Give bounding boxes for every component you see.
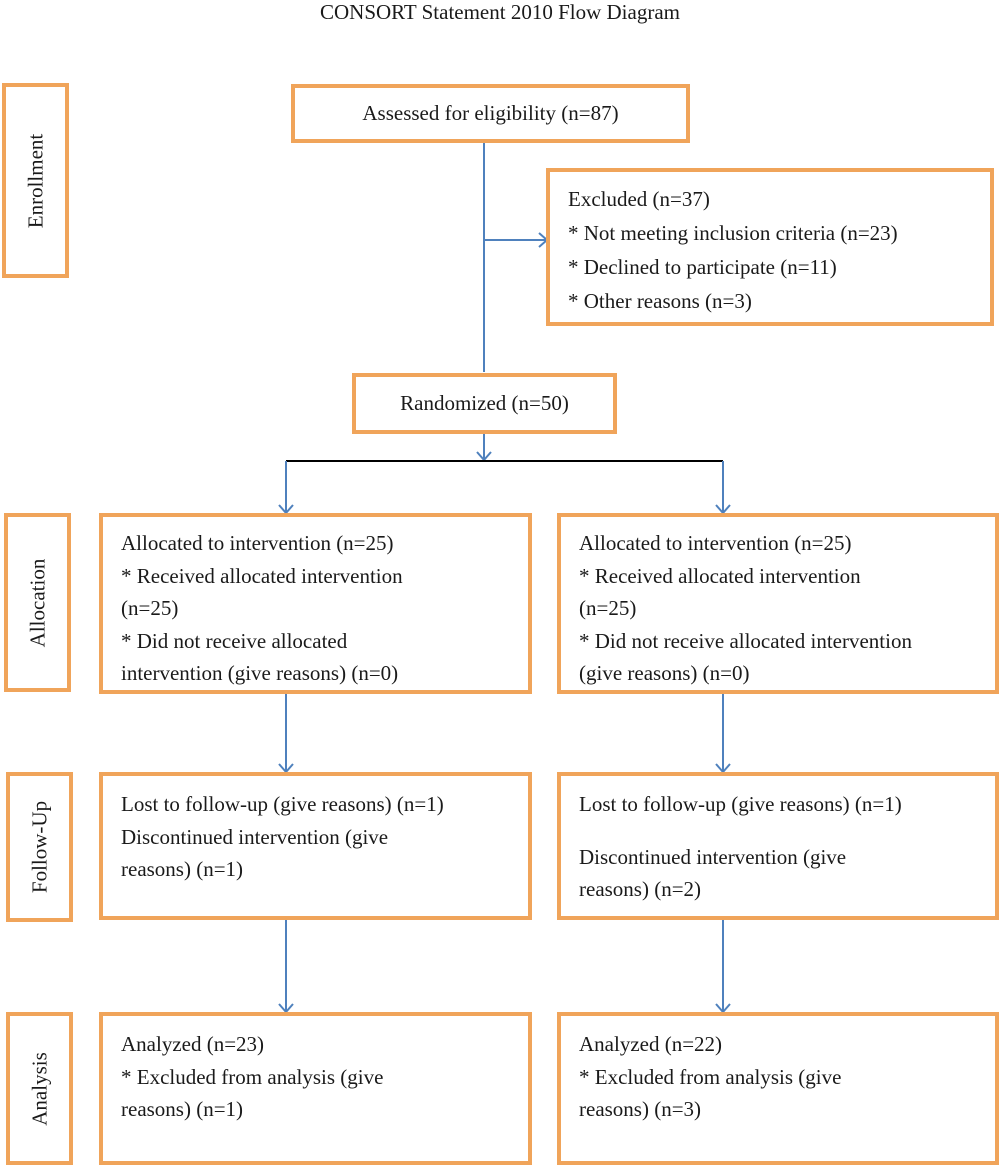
left-follow-up-lost: Lost to follow-up (give reasons) (n=1): [121, 792, 444, 816]
left-follow-up-box: Lost to follow-up (give reasons) (n=1) D…: [99, 772, 532, 920]
left-allocation-line-4: * Did not receive allocated: [121, 628, 348, 653]
right-follow-up-lost: Lost to follow-up (give reasons) (n=1): [579, 792, 902, 816]
left-allocation-line-5: intervention (give reasons) (n=0): [121, 661, 399, 685]
right-allocation-line-4: * Did not receive allocated intervention: [579, 628, 912, 653]
stage-enrollment: Enrollment: [2, 83, 69, 278]
left-analysis-excluded-1: * Excluded from analysis (give: [121, 1064, 384, 1089]
diagram-title: CONSORT Statement 2010 Flow Diagram: [319, 0, 680, 24]
excluded-not-meeting-criteria: * Not meeting inclusion criteria (n=23): [568, 221, 898, 245]
right-follow-up-discontinued-2: reasons) (n=2): [579, 877, 702, 901]
stage-analysis: Analysis: [6, 1012, 73, 1165]
right-analysis-box: Analyzed (n=22) * Excluded from analysis…: [557, 1012, 999, 1165]
left-analysis-box: Analyzed (n=23) * Excluded from analysis…: [99, 1012, 532, 1165]
stage-allocation: Allocation: [4, 513, 71, 692]
right-follow-up-discontinued-1: Discontinued intervention (give: [579, 844, 847, 869]
right-allocation-line-5: (give reasons) (n=0): [579, 661, 750, 685]
left-allocation-line-2: * Received allocated intervention: [121, 563, 403, 588]
left-allocation-line-3: (n=25): [121, 596, 179, 620]
right-allocation-box: Allocated to intervention (n=25) * Recei…: [557, 513, 999, 694]
stage-follow-up: Follow-Up: [6, 772, 73, 922]
assessed-text: Assessed for eligibility (n=87): [362, 101, 619, 126]
right-allocation-line-1: Allocated to intervention (n=25): [579, 531, 852, 555]
right-follow-up-box: Lost to follow-up (give reasons) (n=1) D…: [557, 772, 999, 920]
left-allocation-line-1: Allocated to intervention (n=25): [121, 531, 394, 555]
right-analysis-analyzed: Analyzed (n=22): [579, 1032, 723, 1056]
left-follow-up-discontinued-2: reasons) (n=1): [121, 857, 244, 881]
right-analysis-excluded-2: reasons) (n=3): [579, 1097, 702, 1121]
assessed-box: Assessed for eligibility (n=87): [291, 84, 690, 143]
left-allocation-box: Allocated to intervention (n=25) * Recei…: [99, 513, 532, 694]
randomized-box: Randomized (n=50): [352, 373, 617, 434]
excluded-declined: * Declined to participate (n=11): [568, 255, 837, 279]
excluded-total: Excluded (n=37): [568, 187, 710, 211]
left-follow-up-discontinued-1: Discontinued intervention (give: [121, 824, 389, 849]
left-analysis-analyzed: Analyzed (n=23): [121, 1032, 265, 1056]
right-analysis-excluded-1: * Excluded from analysis (give: [579, 1064, 842, 1089]
excluded-box: Excluded (n=37) * Not meeting inclusion …: [546, 168, 994, 326]
right-allocation-line-3: (n=25): [579, 596, 637, 620]
left-analysis-excluded-2: reasons) (n=1): [121, 1097, 244, 1121]
randomized-text: Randomized (n=50): [400, 391, 569, 416]
right-allocation-line-2: * Received allocated intervention: [579, 563, 861, 588]
excluded-other-reasons: * Other reasons (n=3): [568, 289, 752, 313]
